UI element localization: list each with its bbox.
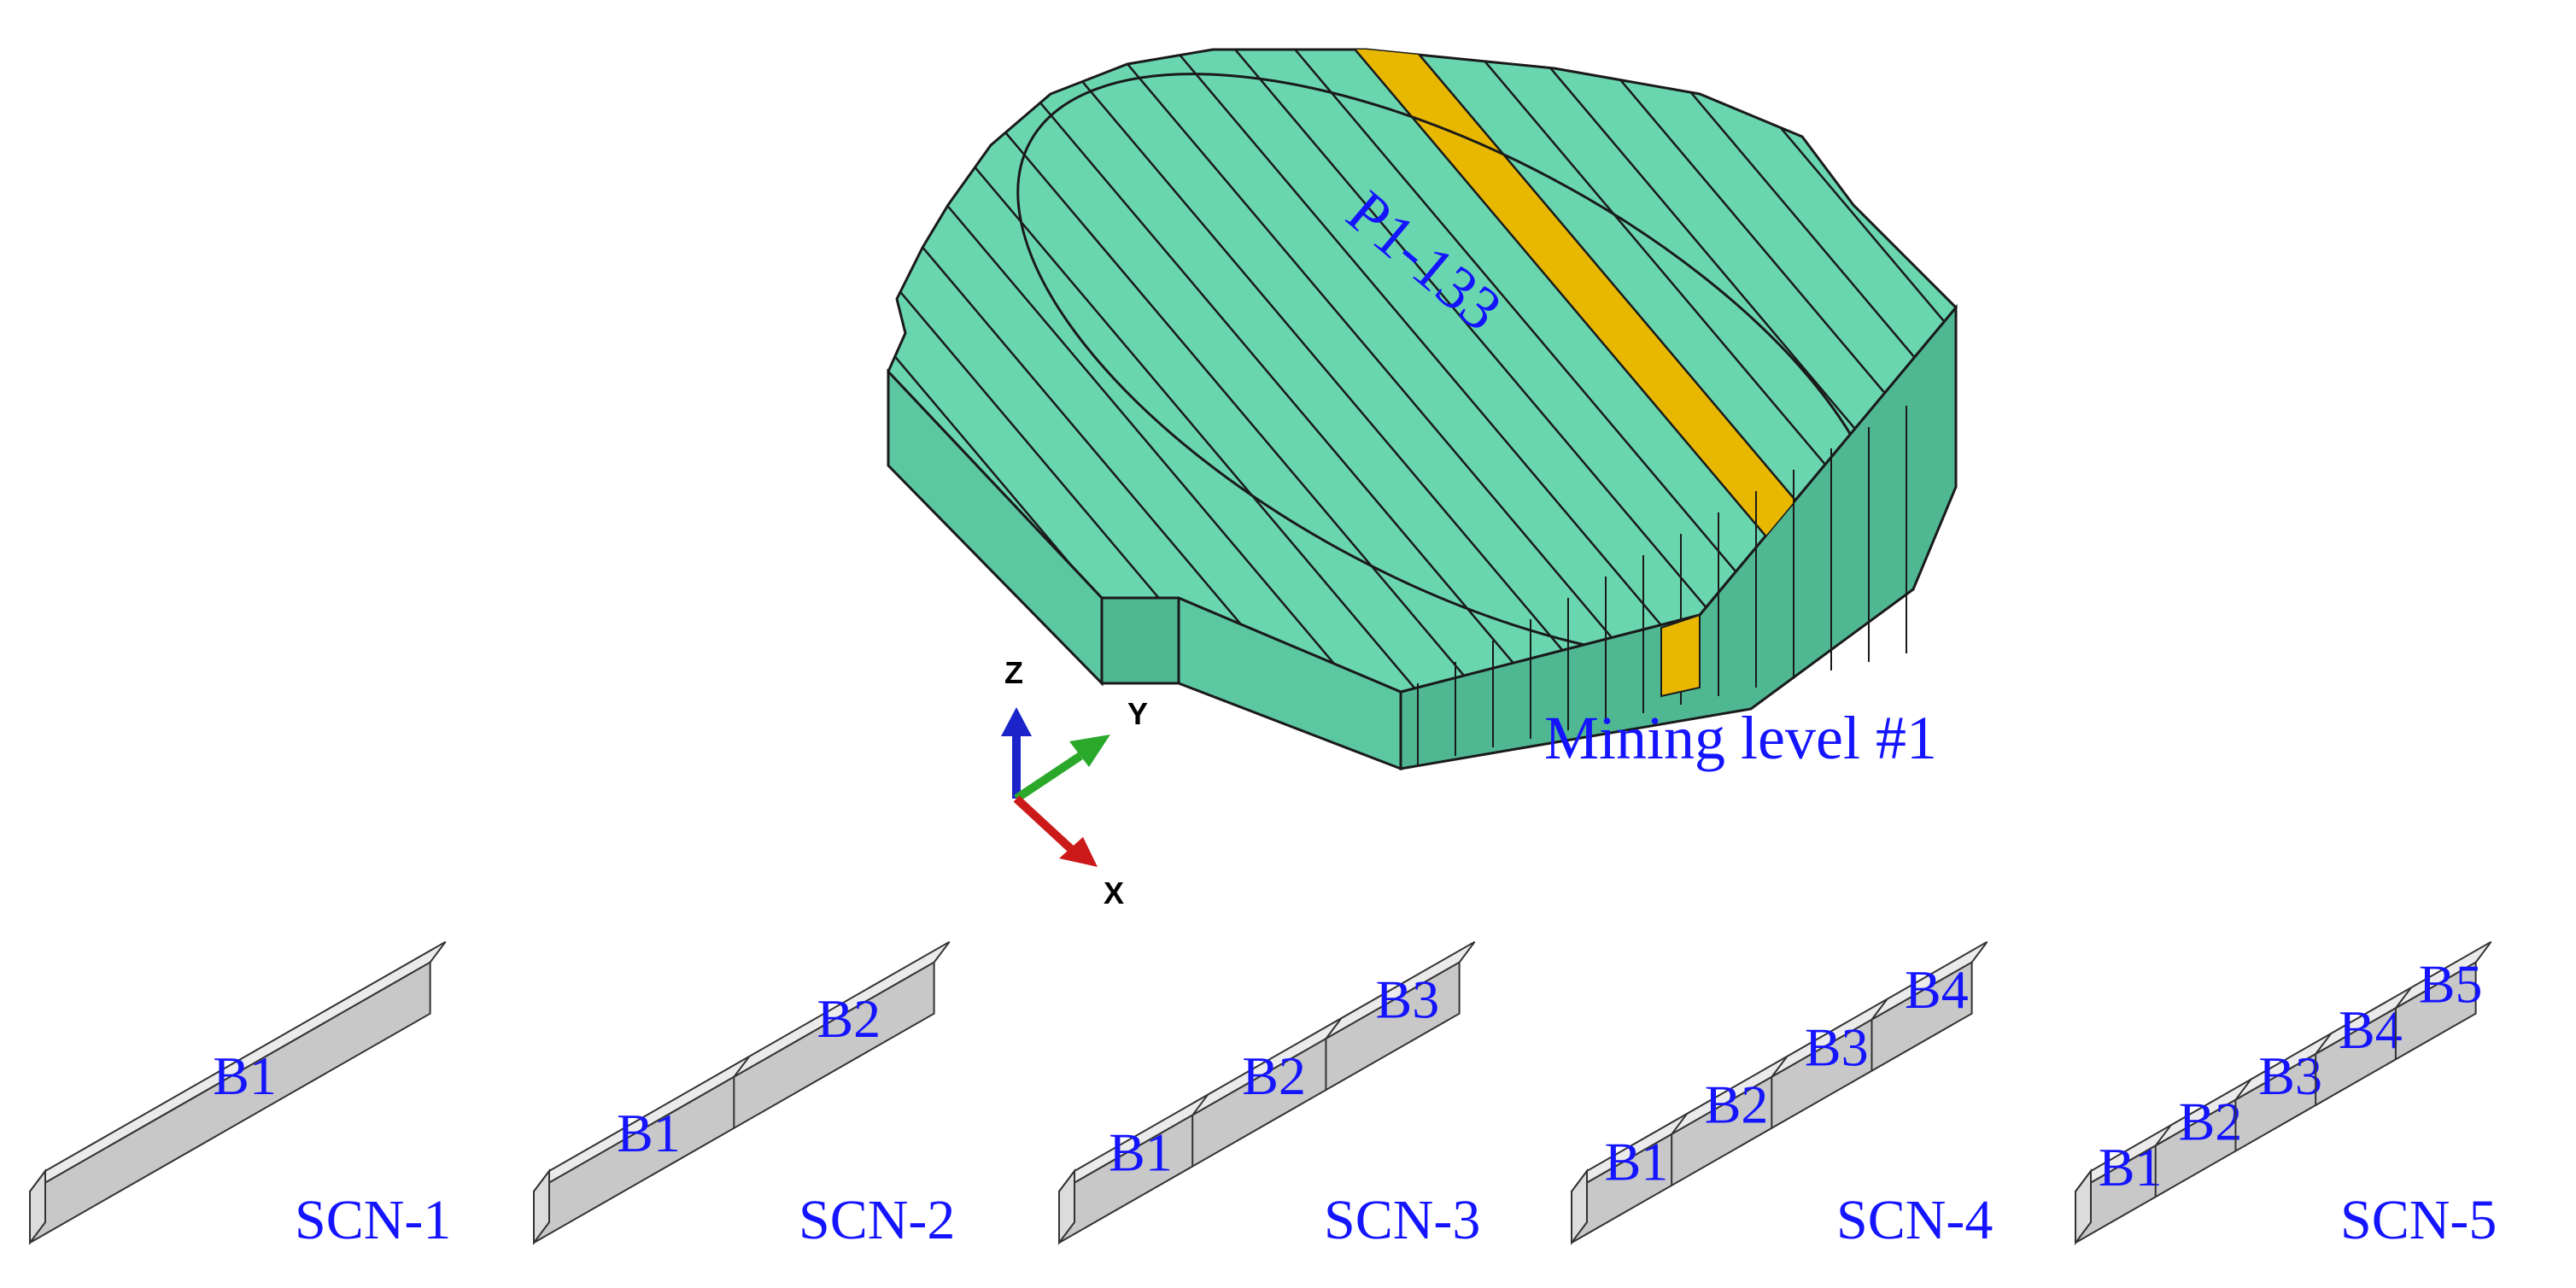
block-division-line bbox=[888, 50, 1845, 629]
block-label: B3 bbox=[2258, 1045, 2322, 1106]
x-axis-label: X bbox=[1104, 875, 1124, 910]
block-label: B3 bbox=[1805, 1016, 1869, 1077]
block-division-line bbox=[888, 50, 1695, 692]
block-divider-top bbox=[2395, 986, 2412, 1009]
mining-level-model bbox=[887, 48, 1958, 771]
bar-end-face bbox=[533, 1168, 550, 1245]
mining-level-label: Mining level #1 bbox=[1544, 704, 1937, 772]
bar-end-face bbox=[29, 1168, 46, 1245]
block-division-line bbox=[888, 50, 1732, 692]
block-division-line bbox=[963, 50, 1956, 550]
block-division-line bbox=[1076, 50, 1956, 471]
block-label: B3 bbox=[1376, 969, 1440, 1029]
block-division-line bbox=[888, 50, 1469, 692]
bar-end-face bbox=[1058, 1168, 1075, 1245]
scenario-name: SCN-5 bbox=[2340, 1189, 2497, 1251]
block-division-line bbox=[888, 50, 1882, 603]
side-face-edges bbox=[1417, 406, 1907, 764]
block-divider-top bbox=[1325, 1017, 1343, 1039]
block-label: B1 bbox=[213, 1045, 277, 1106]
scenario-name: SCN-2 bbox=[799, 1189, 955, 1251]
block-label: B2 bbox=[1242, 1045, 1306, 1106]
block-division-line bbox=[1001, 50, 1956, 524]
scenario-name: SCN-1 bbox=[295, 1189, 451, 1251]
z-axis-label: Z bbox=[1004, 655, 1023, 690]
x-axis-line bbox=[1013, 795, 1075, 853]
block-label: B1 bbox=[617, 1103, 681, 1163]
block-label: B2 bbox=[2179, 1092, 2243, 1152]
scenario-name: SCN-3 bbox=[1324, 1189, 1480, 1251]
block-divider-top bbox=[2234, 1079, 2252, 1101]
block-label: B2 bbox=[1705, 1074, 1769, 1134]
block-divider-top bbox=[1671, 1113, 1688, 1135]
bar-end-face bbox=[1571, 1168, 1588, 1245]
block-division-line bbox=[888, 50, 1544, 692]
highlight-block-side bbox=[1660, 613, 1701, 698]
block-divider-top bbox=[733, 1056, 751, 1078]
block-division-line bbox=[888, 50, 1582, 692]
block-label: B1 bbox=[1605, 1131, 1669, 1191]
block-division-line bbox=[888, 50, 1619, 692]
axis-triad: Z Y X bbox=[1001, 655, 1148, 910]
z-axis-arrowhead bbox=[1001, 707, 1032, 736]
block-division-line bbox=[888, 50, 1394, 692]
block-divider-top bbox=[2154, 1124, 2172, 1146]
block-divider-top bbox=[1771, 1056, 1789, 1078]
block-divider-top bbox=[2315, 1033, 2332, 1055]
scenario-group: B1SCN-1B1B2SCN-2B1B2B3SCN-3B1B2B3B4SCN-4… bbox=[29, 940, 2497, 1251]
block-division-line bbox=[888, 50, 1807, 656]
block-label: B4 bbox=[2339, 999, 2403, 1060]
model-stripes bbox=[888, 50, 1956, 692]
block-divider-top bbox=[1191, 1093, 1209, 1116]
block-division-line bbox=[926, 50, 1920, 577]
scenario-name: SCN-4 bbox=[1836, 1189, 1993, 1251]
block-division-line bbox=[888, 50, 1657, 692]
block-division-line bbox=[1039, 50, 1956, 497]
y-axis-arrowhead bbox=[1069, 735, 1110, 767]
block-label: B1 bbox=[1109, 1121, 1173, 1182]
bar-end-face bbox=[2075, 1168, 2092, 1245]
y-axis-line bbox=[1014, 752, 1083, 803]
block-label: B4 bbox=[1905, 959, 1969, 1020]
block-label: B1 bbox=[2099, 1137, 2163, 1197]
x-axis-arrowhead bbox=[1059, 837, 1098, 867]
block-division-line bbox=[888, 50, 1431, 692]
model-top-surface bbox=[887, 48, 1958, 694]
block-divider-top bbox=[1871, 998, 1888, 1021]
block-label: B5 bbox=[2419, 954, 2483, 1015]
y-axis-label: Y bbox=[1127, 696, 1148, 731]
block-division-line bbox=[888, 50, 1770, 682]
model-front-face-right bbox=[1100, 596, 1180, 685]
block-label: B2 bbox=[817, 988, 881, 1049]
